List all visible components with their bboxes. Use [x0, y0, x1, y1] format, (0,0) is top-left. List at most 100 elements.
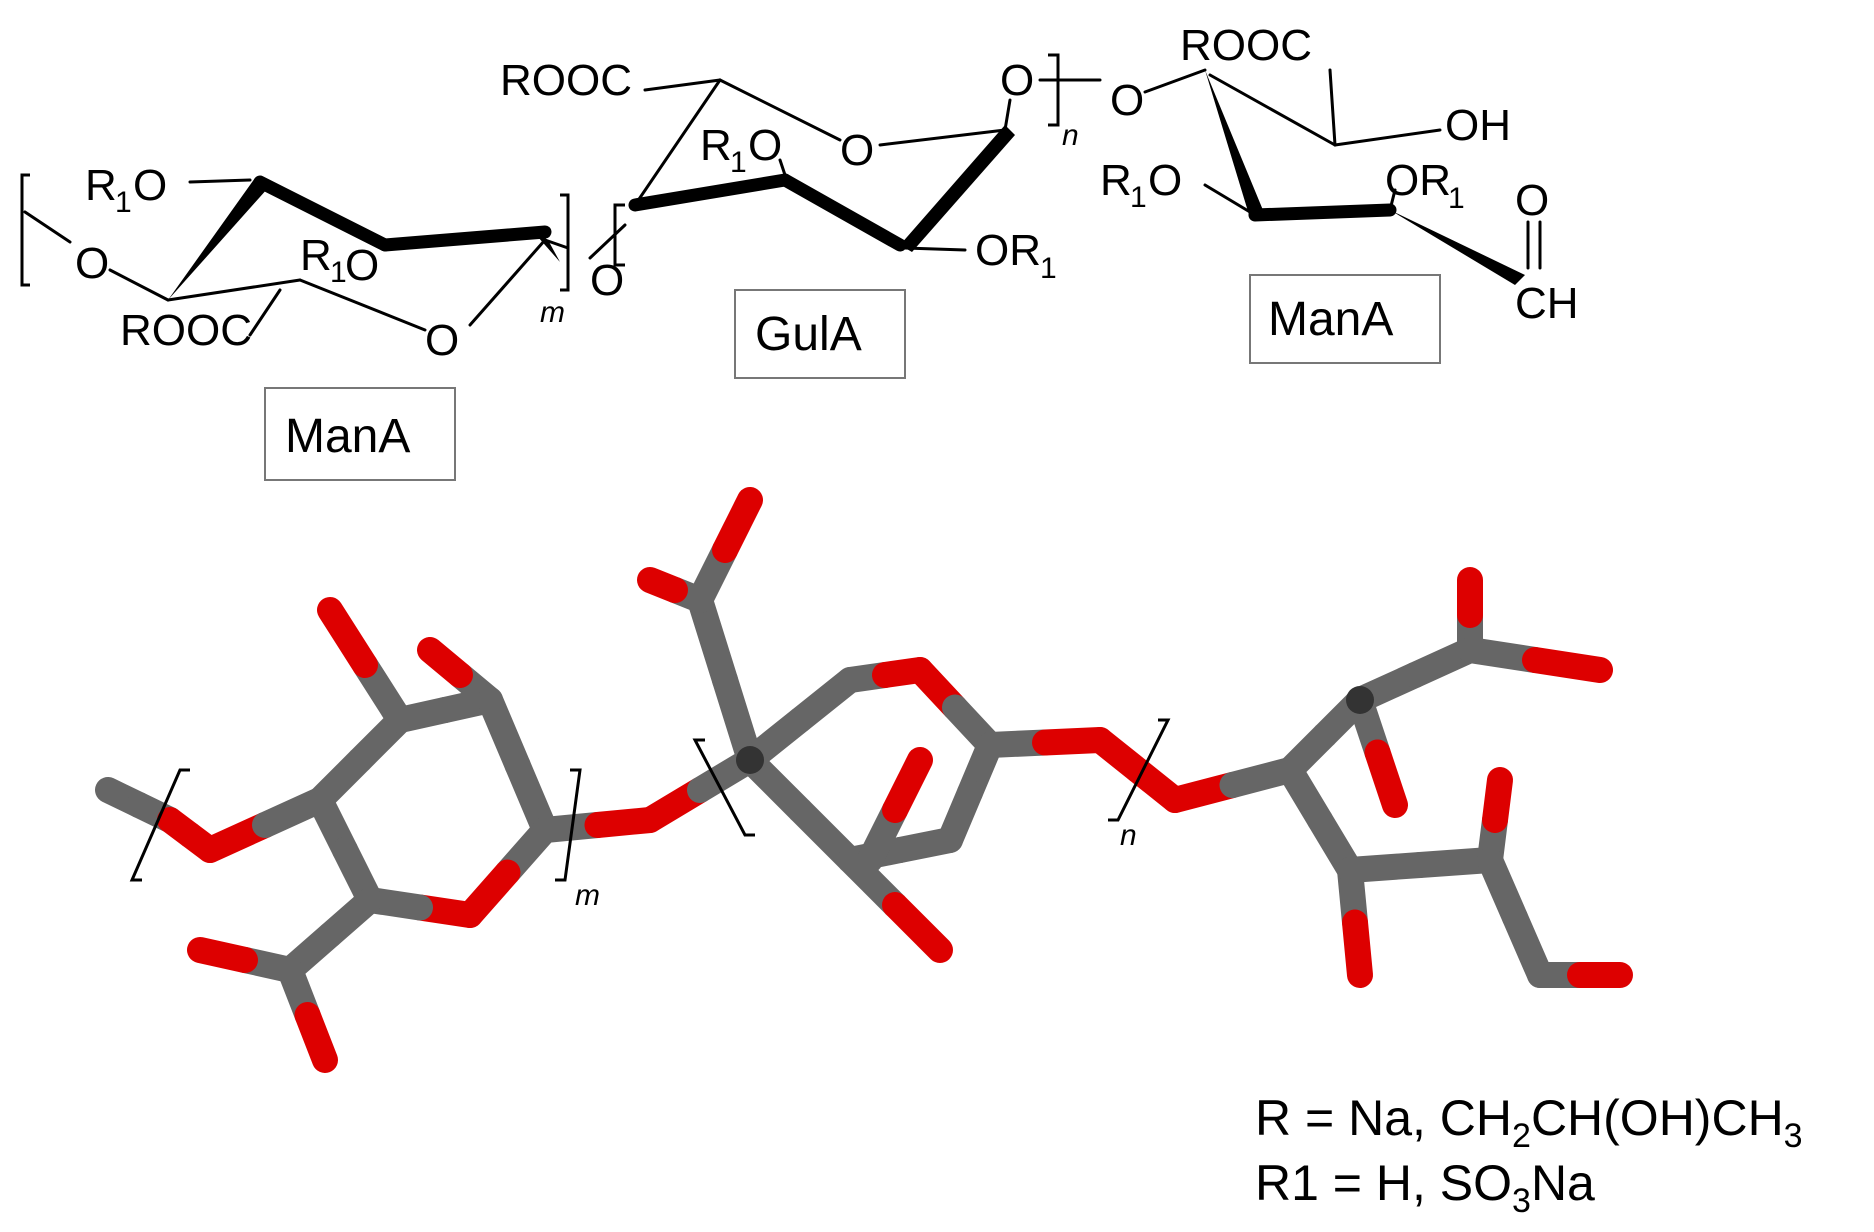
bracket-left	[613, 203, 625, 267]
bracket-right	[1048, 53, 1060, 127]
legend-r1-suffix: Na	[1531, 1155, 1595, 1211]
unit-label-box	[264, 387, 456, 481]
bond	[248, 288, 282, 337]
bracket-right	[1108, 718, 1171, 822]
bond	[633, 78, 722, 207]
atom-r1-sub: 1	[115, 186, 132, 219]
model-joint	[736, 746, 764, 774]
legend-r: R = Na, CH2CH(OH)CH3	[1255, 1090, 1803, 1155]
bond	[1143, 68, 1207, 94]
legend-r-prefix: R = Na, CH	[1255, 1090, 1512, 1146]
atom-r1: R	[1100, 156, 1132, 205]
bond	[1388, 188, 1397, 212]
atom-or1: OR	[975, 226, 1041, 275]
substituent-legend: R = Na, CH2CH(OH)CH3 R1 = H, SO3Na	[1255, 1090, 1803, 1220]
atom-r1-sub: 1	[1130, 181, 1147, 214]
atom-o: O	[840, 126, 874, 175]
model-brackets: m n	[129, 718, 1171, 912]
unit-label-mana-right: ManA	[1268, 293, 1393, 346]
wedge-bond	[900, 125, 1015, 252]
bond	[1203, 183, 1257, 217]
bond	[878, 128, 1007, 147]
unit-label-box	[734, 289, 906, 379]
wedge-bond	[1205, 70, 1265, 218]
bond	[23, 210, 72, 244]
wedge-bond	[168, 178, 268, 300]
model-bond	[1342, 909, 1373, 988]
atom-o: O	[1515, 176, 1549, 225]
atom-or1: OR	[1385, 156, 1451, 205]
atom-r1: R	[700, 121, 732, 170]
bond	[718, 78, 842, 142]
bond	[188, 178, 252, 184]
stick-model-3d	[95, 487, 1633, 1073]
structure-2d: m O R 1 O R 1 O ROOC O O ManA ROOC R 1 O…	[20, 21, 1579, 481]
atom-or1-sub: 1	[1448, 182, 1465, 215]
model-bond	[317, 597, 378, 678]
legend-r1-sub1: 3	[1512, 1182, 1531, 1220]
model-bond	[294, 1002, 338, 1073]
model-bond	[1364, 739, 1408, 818]
atom-rooc: ROOC	[1180, 21, 1312, 70]
bond	[588, 223, 627, 260]
model-subscript-n: n	[1120, 819, 1137, 852]
model-bond	[1482, 767, 1513, 833]
atom-r1: R	[300, 231, 332, 280]
atom-o: O	[1000, 56, 1034, 105]
legend-r-mid: CH(OH)CH	[1531, 1090, 1784, 1146]
bond	[1328, 68, 1337, 147]
bond	[1208, 73, 1337, 147]
bond-bold	[1248, 203, 1397, 222]
atom-o: O	[1148, 156, 1182, 205]
bond	[108, 268, 170, 302]
bond-bold	[378, 225, 552, 252]
bond	[903, 246, 967, 252]
wedge-bond	[530, 228, 560, 262]
atom-r1-sub: 1	[330, 256, 347, 289]
atom-o: O	[748, 121, 782, 170]
model-bond	[637, 567, 688, 603]
bond	[1003, 98, 1012, 132]
wedge-bond	[1390, 210, 1525, 285]
unit-label-box	[1249, 274, 1441, 364]
model-bond	[712, 487, 763, 563]
bracket-left	[20, 173, 30, 287]
legend-r-sub2: 3	[1784, 1117, 1803, 1155]
bond	[543, 238, 570, 250]
atom-r1: R	[85, 161, 117, 210]
model-bond	[1522, 647, 1613, 683]
bond	[778, 158, 787, 177]
bond	[468, 238, 547, 327]
atom-r1-sub: 1	[730, 146, 747, 179]
atom-oh: OH	[1445, 101, 1511, 150]
bracket-right	[555, 768, 582, 882]
unit-label-mana-left: ManA	[285, 410, 410, 463]
atom-rooc: ROOC	[500, 56, 632, 105]
bond-bold	[253, 175, 392, 252]
atom-ch: CH	[1515, 279, 1579, 328]
bond	[1333, 128, 1442, 147]
bracket-right	[560, 193, 570, 292]
model-bond	[187, 937, 258, 973]
bond	[643, 78, 722, 92]
subscript-m: m	[540, 296, 565, 329]
atom-o: O	[590, 256, 624, 305]
atom-rooc: ROOC	[120, 306, 252, 355]
atom-o: O	[1110, 76, 1144, 125]
legend-r1-prefix: R1 = H, SO	[1255, 1155, 1512, 1211]
bracket-left	[692, 738, 755, 837]
atom-or1-sub: 1	[1040, 252, 1057, 285]
bond-bold	[778, 173, 907, 252]
model-bond	[417, 637, 473, 688]
bond-bold	[628, 173, 792, 212]
atom-o: O	[75, 239, 109, 288]
model-subscript-m: m	[575, 879, 600, 912]
atom-o: O	[425, 316, 459, 365]
model-bond	[687, 587, 738, 693]
model-bond	[882, 892, 953, 963]
unit-label-gula: GulA	[755, 308, 862, 361]
model-bond	[882, 747, 933, 823]
bond	[166, 278, 302, 302]
legend-r-sub1: 2	[1512, 1117, 1531, 1155]
